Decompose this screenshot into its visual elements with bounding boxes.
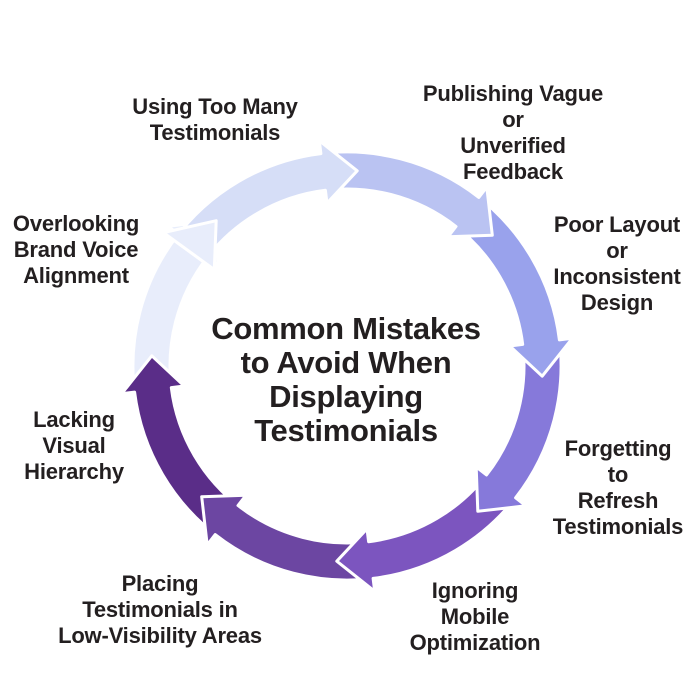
label-overlooking-brand-voice: Overlooking Brand Voice Alignment — [12, 211, 140, 288]
cycle-arrow-segment-2 — [312, 150, 494, 239]
cycle-arrow-segment-5 — [335, 468, 522, 593]
label-forgetting-to-refresh: Forgetting to Refresh Testimonials — [552, 436, 684, 539]
cycle-arrow-segment-3 — [449, 191, 574, 378]
label-ignoring-mobile-optimization: Ignoring Mobile Optimization — [409, 578, 541, 655]
cycle-arrow-segment-7 — [120, 354, 245, 541]
label-using-too-many-testimonials: Using Too Many Testimonials — [132, 94, 298, 145]
label-poor-layout-inconsistent-design: Poor Layout or Inconsistent Design — [553, 212, 681, 315]
cycle-arrow-segment-6 — [200, 493, 382, 582]
cycle-arrow-segment-1 — [172, 139, 359, 264]
cycle-arrow-segment-4 — [474, 331, 563, 513]
label-publishing-vague-feedback: Publishing Vague or Unverified Feedback — [422, 81, 604, 184]
label-placing-low-visibility: Placing Testimonials in Low-Visibility A… — [58, 571, 262, 648]
cycle-arrow-head-8 — [161, 219, 218, 272]
diagram-title: Common Mistakes to Avoid When Displaying… — [211, 311, 481, 448]
label-lacking-visual-hierarchy: Lacking Visual Hierarchy — [24, 407, 124, 484]
